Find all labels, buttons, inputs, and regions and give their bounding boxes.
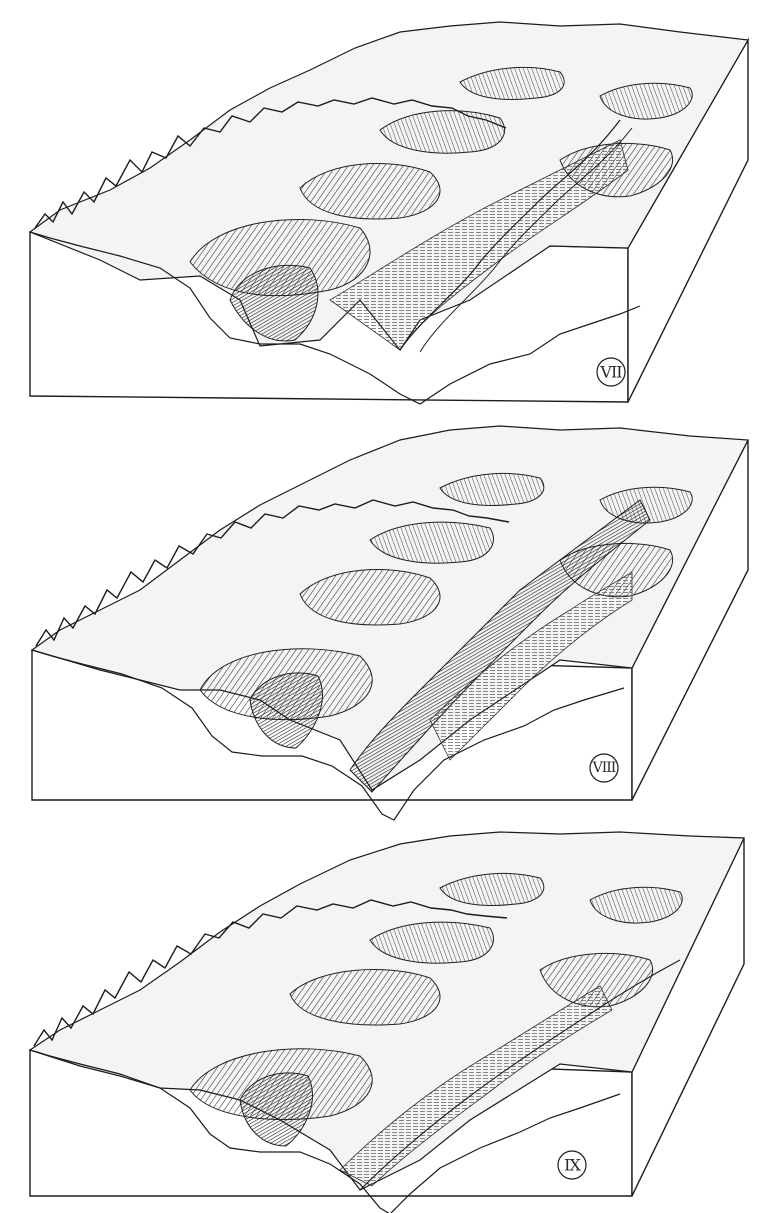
panel-label-badge: VII [597, 358, 625, 386]
block-diagram-panel-7: VII [30, 22, 748, 404]
panel-label-badge: VIII [590, 754, 618, 782]
block-diagram-panel-9: IX [30, 832, 744, 1213]
panel-label-badge: IX [558, 1151, 586, 1179]
panel-label: IX [564, 1156, 581, 1175]
block-diagram-panel-8: VIII [32, 426, 748, 820]
panel-label: VII [599, 363, 622, 382]
panel-label: VIII [592, 760, 616, 776]
